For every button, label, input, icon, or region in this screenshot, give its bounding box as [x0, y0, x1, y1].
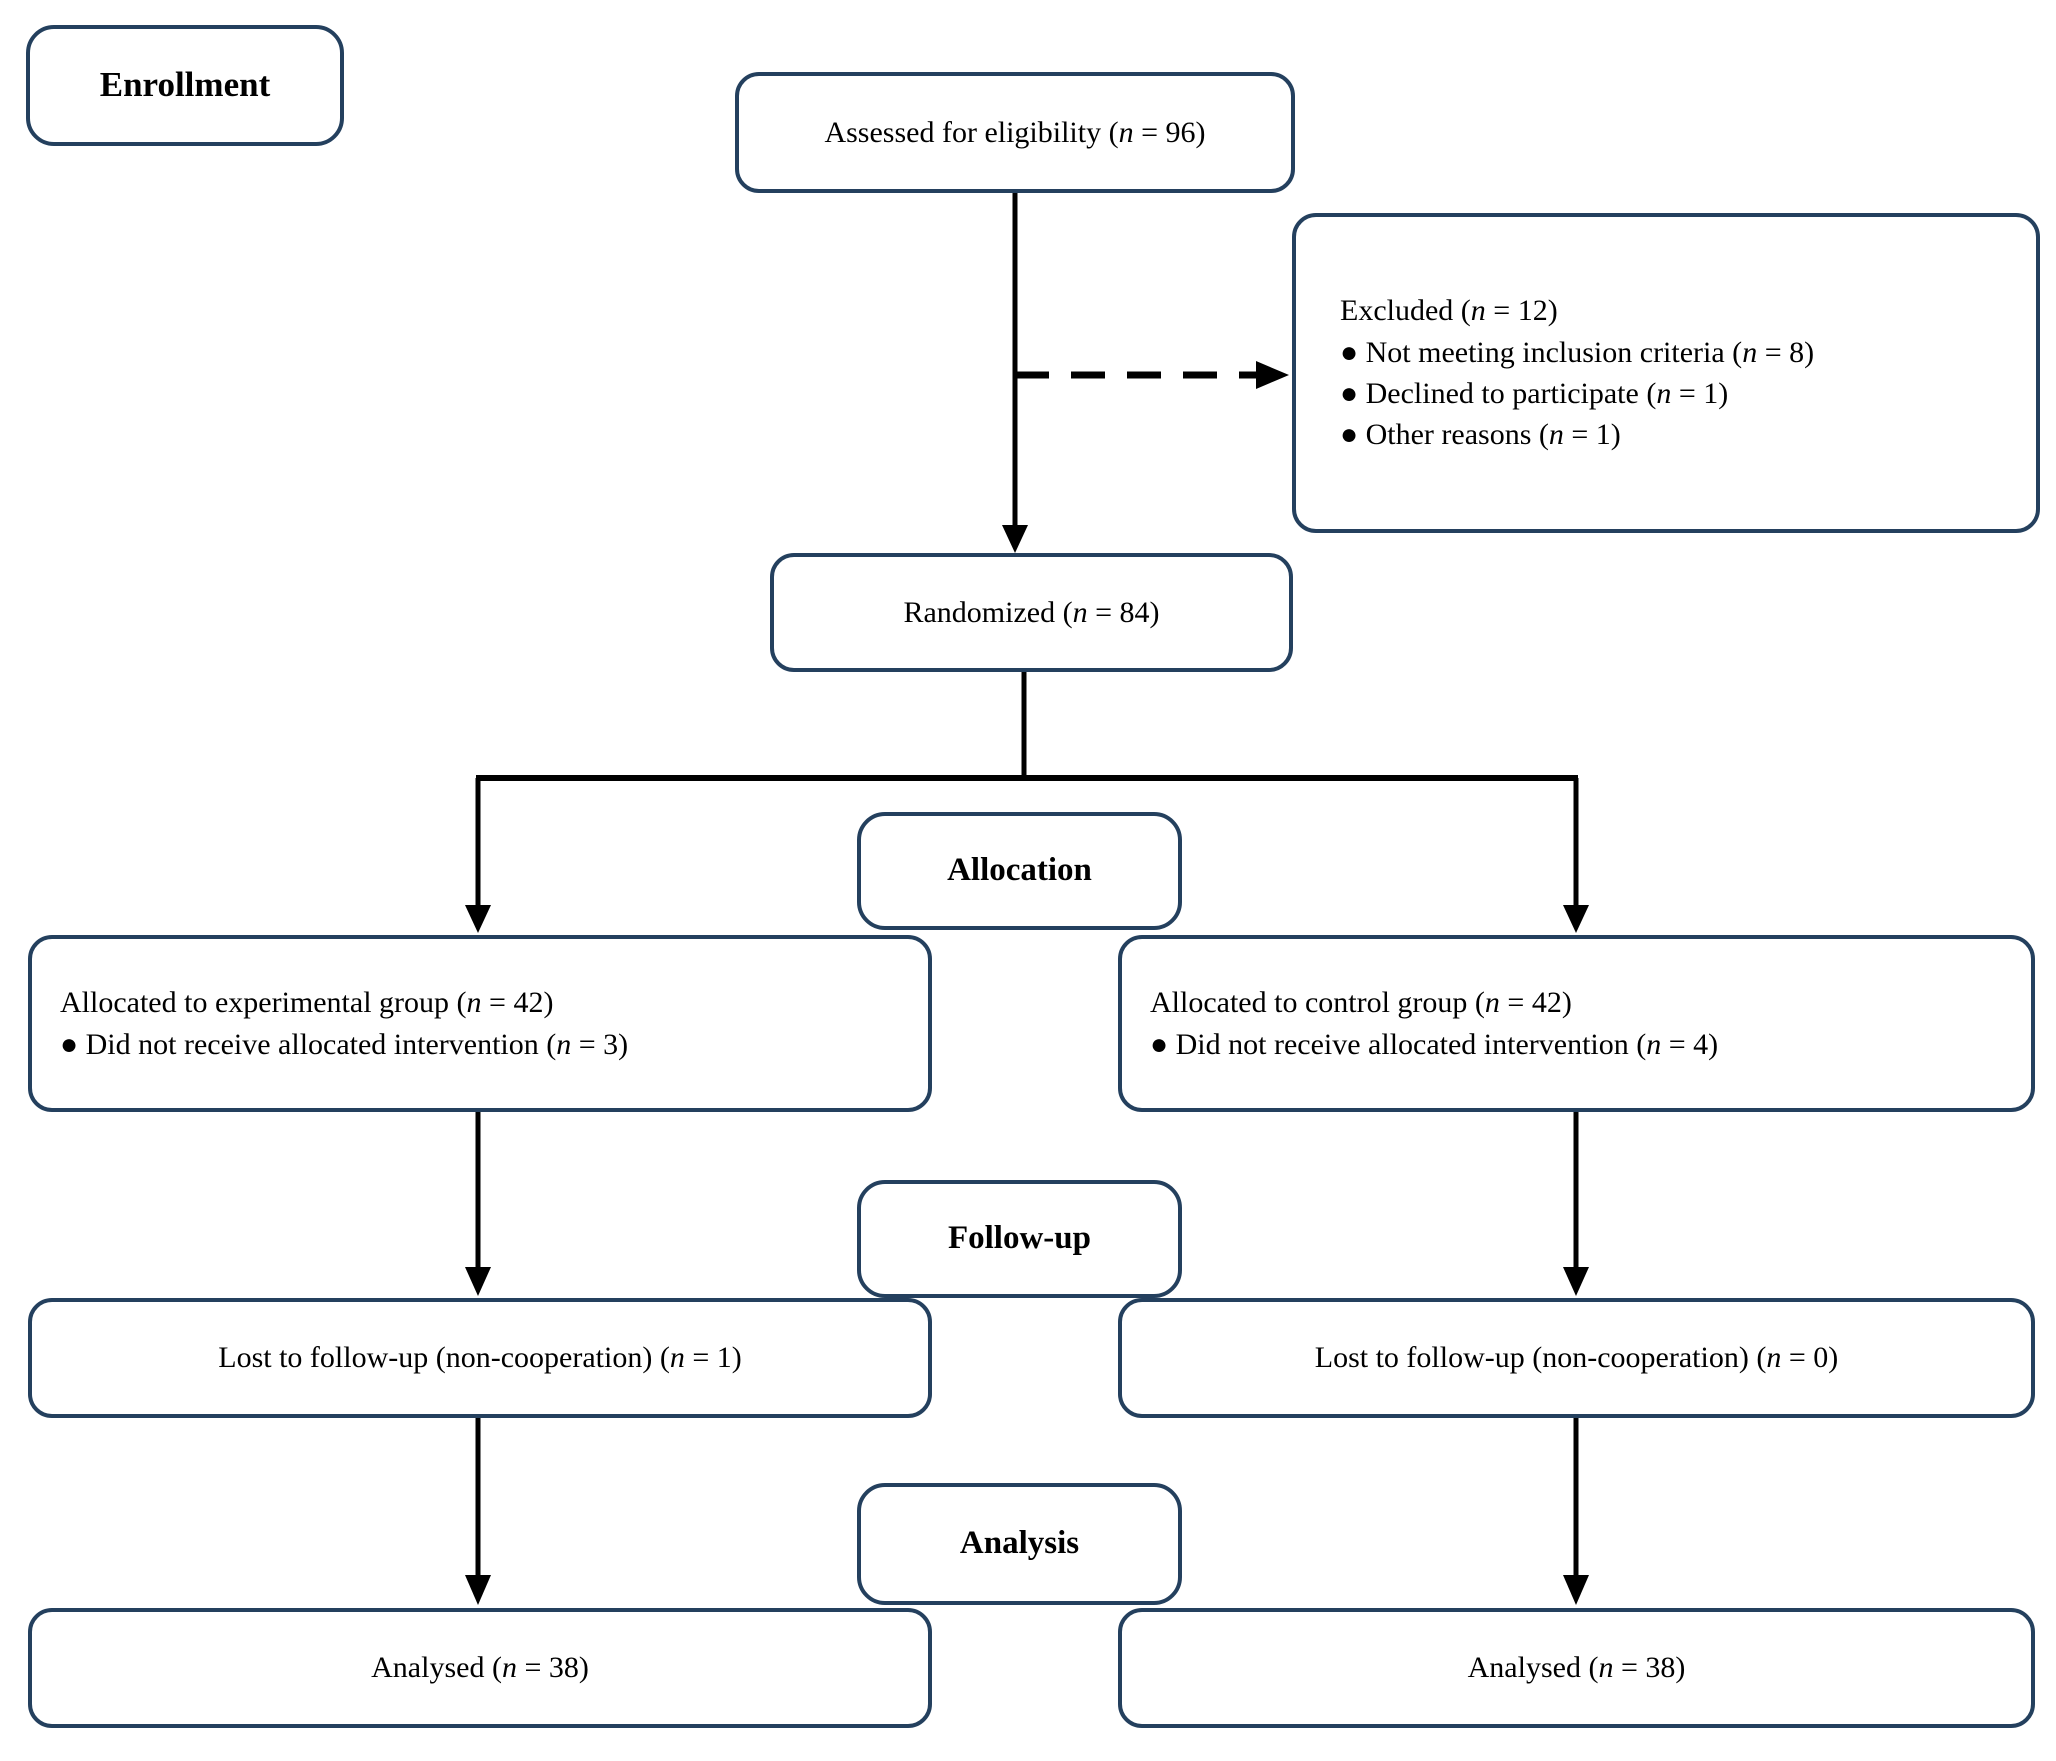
allocated-experimental-item: ● Did not receive allocated intervention… — [60, 1027, 629, 1061]
arrow-experimental-to-analysis — [465, 1418, 491, 1605]
excluded-title: Excluded (n = 12) — [1340, 294, 1558, 328]
analysed-experimental-text: Analysed (n = 38) — [371, 1651, 589, 1685]
enrollment-stage-label-box: Enrollment — [26, 25, 344, 146]
lost-experimental-text: Lost to follow-up (non-cooperation) (n =… — [218, 1341, 742, 1375]
analysed-control-text: Analysed (n = 38) — [1467, 1651, 1686, 1685]
arrow-experimental-to-followup — [465, 1112, 491, 1296]
randomized-text: Randomized (n = 84) — [903, 595, 1160, 629]
assessed-text: Assessed for eligibility (n = 96) — [824, 115, 1206, 149]
followup-stage-label-box: Follow-up — [857, 1180, 1182, 1298]
assessed-box: Assessed for eligibility (n = 96) — [735, 72, 1295, 193]
enrollment-stage-label: Enrollment — [99, 65, 271, 105]
followup-stage-label: Follow-up — [947, 1220, 1092, 1257]
analysis-stage-label: Analysis — [959, 1525, 1080, 1562]
analysed-experimental-box: Analysed (n = 38) — [28, 1608, 932, 1728]
arrow-dashed-to-excluded — [1015, 361, 1289, 389]
allocated-experimental-box: Allocated to experimental group (n = 42)… — [28, 935, 932, 1112]
arrow-assessed-to-randomized — [1002, 193, 1028, 553]
excluded-item: ● Not meeting inclusion criteria (n = 8) — [1340, 335, 1815, 369]
excluded-item: ● Other reasons (n = 1) — [1340, 418, 1621, 452]
arrow-split-to-control — [1563, 778, 1589, 933]
analysed-control-box: Analysed (n = 38) — [1118, 1608, 2035, 1728]
allocated-control-title: Allocated to control group (n = 42) — [1150, 986, 1572, 1020]
allocation-stage-label-box: Allocation — [857, 812, 1182, 930]
allocation-stage-label: Allocation — [947, 852, 1092, 889]
excluded-box: Excluded (n = 12) ● Not meeting inclusio… — [1292, 213, 2040, 533]
analysis-stage-label-box: Analysis — [857, 1483, 1182, 1605]
connector-randomized-split — [476, 672, 1578, 781]
allocated-control-item: ● Did not receive allocated intervention… — [1150, 1027, 1719, 1061]
arrow-split-to-experimental — [465, 778, 491, 933]
allocated-experimental-title: Allocated to experimental group (n = 42) — [60, 986, 554, 1020]
arrow-control-to-followup — [1563, 1112, 1589, 1296]
excluded-item: ● Declined to participate (n = 1) — [1340, 377, 1729, 410]
lost-experimental-box: Lost to follow-up (non-cooperation) (n =… — [28, 1298, 932, 1418]
lost-control-text: Lost to follow-up (non-cooperation) (n =… — [1314, 1341, 1839, 1375]
arrow-control-to-analysis — [1563, 1418, 1589, 1605]
lost-control-box: Lost to follow-up (non-cooperation) (n =… — [1118, 1298, 2035, 1418]
allocated-control-box: Allocated to control group (n = 42) ● Di… — [1118, 935, 2035, 1112]
randomized-box: Randomized (n = 84) — [770, 553, 1293, 672]
